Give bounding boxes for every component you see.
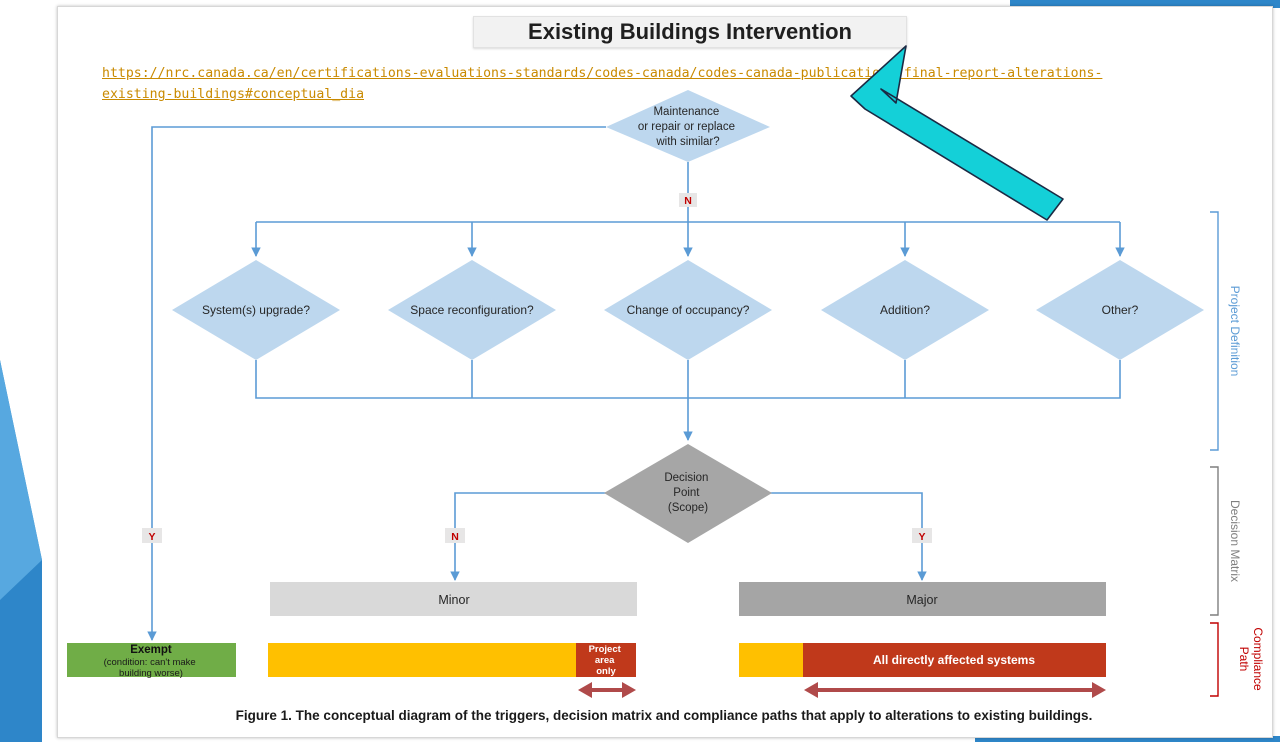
double-arrow-all-systems — [804, 682, 1106, 698]
side-label-decision-matrix: Decision Matrix — [1228, 500, 1242, 582]
decision-point — [604, 444, 772, 543]
project-area-box — [576, 643, 636, 677]
bracket-compliance-path — [1210, 622, 1219, 697]
project-type-diamonds: System(s) upgrade? Space reconfiguration… — [172, 260, 1204, 360]
tag-n-top — [679, 193, 697, 207]
side-label-project-definition: Project Definition — [1228, 286, 1242, 377]
diamond-change-of-occupancy-label: Change of occupancy? — [627, 303, 750, 317]
source-link-line-2[interactable]: existing-buildings#conceptual_dia — [102, 87, 365, 102]
project-area-label: Project area only — [589, 644, 624, 677]
diamond-space-reconfiguration-label: Space reconfiguration? — [410, 303, 534, 317]
decision-maintenance-label: Maintenance or repair or replace with si… — [638, 106, 738, 148]
connector-to-minor — [450, 492, 606, 581]
diamond-other-label: Other? — [1102, 303, 1139, 317]
diamond-other — [1036, 260, 1204, 360]
major-box — [739, 582, 1106, 616]
decision-point-label: Decision Point (Scope) — [664, 472, 711, 514]
double-arrow-project-area — [578, 682, 636, 698]
diamond-change-of-occupancy — [604, 260, 772, 360]
title-box: Existing Buildings Intervention — [473, 16, 907, 48]
connector-merge — [255, 360, 1121, 399]
tag-y-decision-label: Y — [918, 531, 925, 543]
figure-caption: Figure 1. The conceptual diagram of the … — [235, 708, 1093, 723]
minor-compliance-bar — [268, 643, 576, 677]
tag-n-decision-label: N — [451, 531, 459, 543]
connector-to-major — [770, 492, 927, 581]
minor-label: Minor — [438, 593, 469, 607]
connector-top-to-exempt — [147, 126, 606, 641]
exempt-note: (condition: can't make building worse) — [104, 657, 199, 679]
page-title: Existing Buildings Intervention — [528, 19, 852, 44]
exempt-title: Exempt — [130, 644, 172, 656]
tag-y-decision — [912, 528, 932, 543]
side-label-compliance-line-2: Path — [1237, 647, 1251, 672]
major-compliance-bar-yellow — [739, 643, 803, 677]
diamond-addition-label: Addition? — [880, 303, 930, 317]
connectors — [147, 126, 1125, 641]
minor-box — [270, 582, 637, 616]
diamond-addition — [821, 260, 989, 360]
diamond-systems-upgrade — [172, 260, 340, 360]
decision-maintenance — [606, 90, 770, 162]
tag-y-left-label: Y — [148, 531, 155, 543]
bracket-decision-matrix — [1210, 466, 1219, 616]
bracket-project-definition — [1210, 211, 1219, 451]
diamond-systems-upgrade-label: System(s) upgrade? — [202, 303, 310, 317]
side-label-compliance-line-1: Compliance — [1251, 627, 1265, 691]
tag-n-decision — [445, 528, 465, 543]
tag-y-left — [142, 528, 162, 543]
major-label: Major — [906, 593, 937, 607]
all-systems-label: All directly affected systems — [873, 653, 1035, 667]
tag-n-top-label: N — [684, 195, 692, 207]
slide-accent-left-light — [0, 360, 42, 600]
exempt-box — [67, 643, 236, 677]
all-systems-box — [803, 643, 1106, 677]
diamond-space-reconfiguration — [388, 260, 556, 360]
